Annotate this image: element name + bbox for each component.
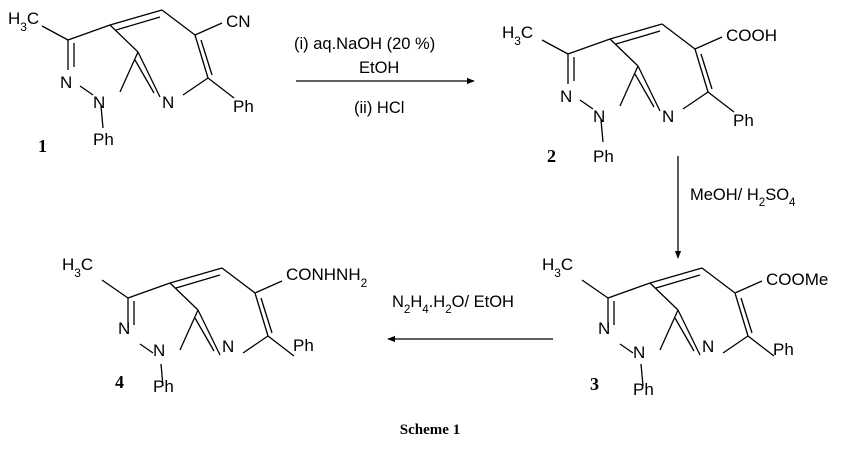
condition-line-2: EtOH	[359, 59, 399, 77]
compound-2: H3C COOH N N N Ph Ph 2	[502, 23, 777, 166]
n1-atom-label: N	[593, 107, 605, 126]
molecule-skeleton	[101, 267, 295, 387]
phenyl-c6-label: Ph	[293, 336, 314, 355]
condition-line-1: MeOH/ H2SO4	[690, 186, 796, 209]
substituent-label: CONHNH2	[286, 265, 368, 290]
methyl-label: H3C	[62, 255, 93, 280]
n2-atom-label: N	[598, 319, 610, 338]
n7-atom-label: N	[662, 107, 674, 126]
condition-line-3: (ii) HCl	[354, 99, 404, 117]
compound-number: 3	[590, 374, 599, 394]
phenyl-n1-label: Ph	[93, 130, 114, 149]
substituent-label: COOMe	[766, 270, 828, 289]
methyl-label: H3C	[8, 9, 39, 34]
condition-line-1: (i) aq.NaOH (20 %)	[294, 35, 435, 53]
compound-number: 1	[38, 136, 47, 156]
n1-atom-label: N	[153, 341, 165, 360]
compound-number: 2	[547, 146, 556, 166]
n2-atom-label: N	[560, 87, 572, 106]
compound-3: H3C COOMe N N N Ph Ph 3	[542, 255, 828, 399]
phenyl-c6-label: Ph	[233, 97, 254, 116]
molecule-skeleton	[41, 9, 235, 129]
phenyl-n1-label: Ph	[633, 380, 654, 399]
reaction-2-to-3: MeOH/ H2SO4	[674, 156, 796, 259]
n7-atom-label: N	[162, 93, 174, 112]
phenyl-c6-label: Ph	[773, 340, 794, 359]
condition-line-1: N2H4.H2O/ EtOH	[392, 293, 514, 316]
phenyl-n1-label: Ph	[153, 377, 174, 396]
substituent-label: COOH	[726, 26, 777, 45]
phenyl-n1-label: Ph	[593, 147, 614, 166]
substituent-label: CN	[226, 12, 251, 31]
molecule-skeleton	[541, 23, 735, 143]
compound-number: 4	[115, 372, 124, 392]
molecule-skeleton	[581, 267, 775, 387]
reaction-1-to-2: (i) aq.NaOH (20 %) EtOH (ii) HCl	[294, 35, 475, 117]
compound-1: H3C CN N N N Ph Ph 1	[8, 9, 254, 156]
n7-atom-label: N	[222, 337, 234, 356]
n1-atom-label: N	[633, 343, 645, 362]
n2-atom-label: N	[118, 319, 130, 338]
n1-atom-label: N	[93, 93, 105, 112]
n2-atom-label: N	[60, 73, 72, 92]
compound-4: H3C CONHNH2 N N N Ph Ph 4	[62, 255, 368, 396]
methyl-label: H3C	[542, 255, 573, 280]
methyl-label: H3C	[502, 23, 533, 48]
scheme-caption: Scheme 1	[400, 422, 460, 438]
phenyl-c6-label: Ph	[733, 111, 754, 130]
n7-atom-label: N	[702, 337, 714, 356]
reaction-3-to-4: N2H4.H2O/ EtOH	[387, 293, 553, 343]
